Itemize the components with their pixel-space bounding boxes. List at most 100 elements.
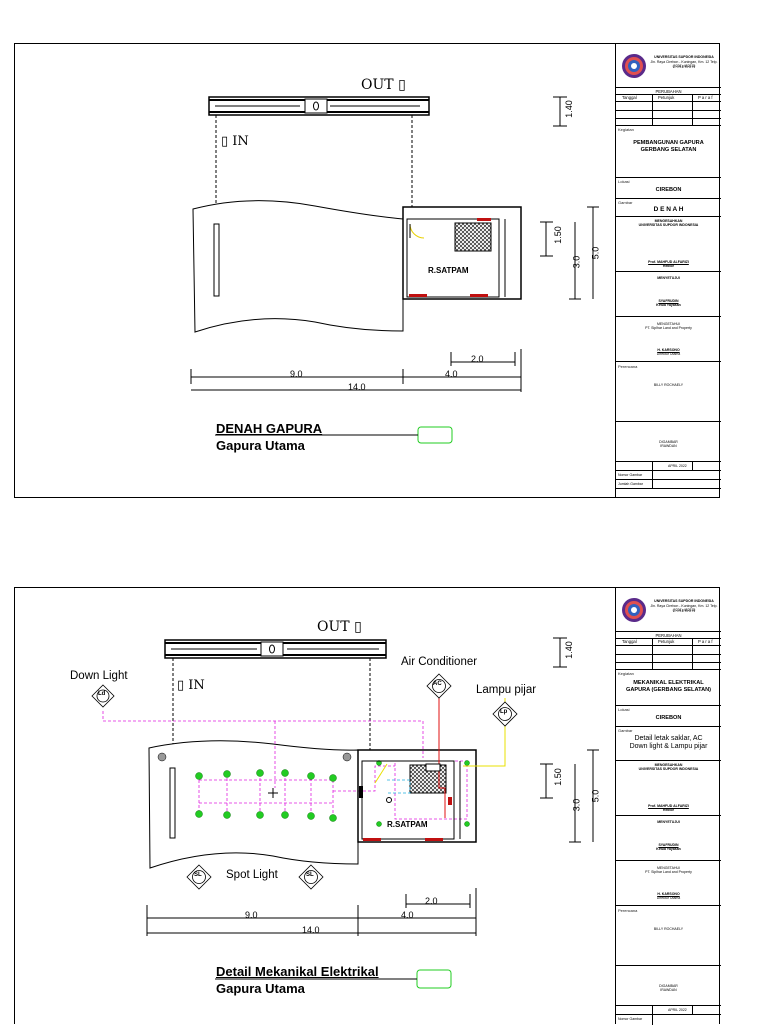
spot-symbol-right xyxy=(298,864,324,890)
tb-menyetujui: MENYETUJUI SYAFRUDIN Ketua Yayasan xyxy=(616,816,721,861)
tb-kegiatan-label: Kegiatan xyxy=(618,127,634,132)
in-label: ▯ IN xyxy=(221,134,249,149)
tb-digambar-sub: IRAWDAN xyxy=(660,988,677,992)
tb-gambar: D E N A H xyxy=(653,206,684,213)
dim-2-0: 2.0 xyxy=(425,896,438,906)
tb-date-row: APRIL 2022 xyxy=(616,1006,721,1015)
university-logo xyxy=(622,54,646,78)
tb-univ-addr: Jln. Raya Cirebon - Kuningan, Km. 12 Tel… xyxy=(650,604,718,612)
tb-gambar-label: Gambar xyxy=(618,728,633,733)
tb-perencana: Perencana BILLY ROCHAELY xyxy=(616,362,721,422)
tb-lokasi: Lokasi CIREBON xyxy=(616,706,721,727)
tb-perencana: BILLY ROCHAELY xyxy=(653,927,684,931)
tb-ketua-title: Ketua Yayasan xyxy=(656,303,681,307)
tb-mengetahui: MENGETAHUI xyxy=(656,322,681,326)
dim-9-0: 9.0 xyxy=(245,910,258,920)
tb-mengetahui-org: PT. Siplhar Land and Property xyxy=(645,326,692,330)
dim-14-0: 14.0 xyxy=(348,382,366,392)
tb-perencana-label: Perencana xyxy=(618,364,638,369)
downlight-symbol xyxy=(91,684,115,708)
tb-direktur-name: H. KARSONO xyxy=(657,892,680,896)
dim-14-0: 14.0 xyxy=(302,925,320,935)
drawing-sheet-denah: OUT ▯ ▯ IN R.SATPAM 1.40 1.50 3.0 5.0 9.… xyxy=(14,43,721,498)
title-marker-box xyxy=(417,426,453,444)
tb-mengesahkan: MENGESAHKAN xyxy=(654,219,683,223)
tb-mengetahui: MENGETAHUI PT. Siplhar Land and Property… xyxy=(616,861,721,906)
out-label: OUT ▯ xyxy=(361,77,406,93)
tb-lokasi-label: Lokasi xyxy=(618,179,630,184)
tb-perubahan-label: PERUBAHAN xyxy=(655,89,682,94)
dim-1-50: 1.50 xyxy=(552,768,563,786)
tb-col-tanggal: Tanggal xyxy=(622,95,637,100)
tb-digambar: DIGAMBAR IRAWDAN xyxy=(616,966,721,1006)
tb-univ-city: C I R E B O N xyxy=(673,65,695,69)
tb-perencana: BILLY ROCHAELY xyxy=(653,383,684,387)
lamp-symbol xyxy=(492,701,518,727)
tb-col-tanggal: Tanggal xyxy=(622,639,637,644)
tb-mengesahkan: MENGESAHKAN UNIVERSITAS SUPDOR INDONESIA… xyxy=(616,761,721,816)
satpam-room xyxy=(402,206,522,300)
tb-gambar: Gambar Detail letak saklar, AC Down ligh… xyxy=(616,727,721,761)
tb-perencana-label: Perencana xyxy=(618,908,638,913)
tb-menyetujui: MENYETUJUI SYAFRUDIN Ketua Yayasan xyxy=(616,272,721,317)
out-label: OUT ▯ xyxy=(317,619,362,635)
tb-col-petunjuk: Petunjuk xyxy=(658,95,675,100)
drawing-subtitle: Gapura Utama xyxy=(216,981,305,996)
gate-body-outline xyxy=(192,200,404,333)
tb-kegiatan: PEMBANGUNAN GAPURA GERBANG SELATAN xyxy=(633,140,704,153)
tb-kegiatan-label: Kegiatan xyxy=(618,671,634,676)
dim-1-50: 1.50 xyxy=(552,226,563,244)
tb-date: APRIL 2022 xyxy=(668,464,687,468)
dim-5-0: 5.0 xyxy=(590,246,601,260)
university-logo xyxy=(622,598,646,622)
mekanikal-plan-drawing xyxy=(91,637,599,989)
tb-rektor-name: Prof. MAHFUD ALFARIZI xyxy=(648,260,689,264)
tb-nomor-gambar: Nomor Gambar xyxy=(618,473,643,477)
tb-rektor-title: Rektor xyxy=(662,264,675,268)
tb-digambar-sub: IRAWDAN xyxy=(660,444,677,448)
dim-9-0: 9.0 xyxy=(290,369,303,379)
drawing-sheet-mekanikal: OUT ▯ ▯ IN R.SATPAM Down Light Air Condi… xyxy=(14,587,721,1025)
tb-lokasi: CIREBON xyxy=(655,187,682,193)
tb-gambar: Detail letak saklar, AC Down light & Lam… xyxy=(629,735,708,750)
tb-kegiatan: Kegiatan PEMBANGUNAN GAPURA GERBANG SELA… xyxy=(616,126,721,178)
dim-1-40: 1.40 xyxy=(563,641,574,659)
sym-ac-text: AC xyxy=(433,681,442,687)
tb-jumlah-gambar: Jumlah Gambar xyxy=(618,482,643,486)
denah-plan-drawing xyxy=(190,96,599,444)
dim-4-0: 4.0 xyxy=(445,369,458,379)
tb-univ-city: C I R E B O N xyxy=(673,609,695,613)
tb-ketua-name: SYAFRUDIN xyxy=(658,299,679,303)
tb-mengesahkan-org: UNIVERSITAS SUPDOR INDONESIA xyxy=(638,767,699,771)
tb-perubahan: PERUBAHAN Tanggal Petunjuk P a r a f xyxy=(616,632,721,670)
tb-kegiatan: Kegiatan MEKANIKAL ELEKTRIKAL GAPURA (GE… xyxy=(616,670,721,706)
tb-menyetujui: MENYETUJUI xyxy=(657,276,680,280)
tb-nomor-row: Nomor Gambar xyxy=(616,1015,721,1025)
tb-direktur-title: Direktur Utama xyxy=(656,352,681,356)
tb-mengetahui: MENGETAHUI PT. Siplhar Land and Property… xyxy=(616,317,721,362)
tb-univ: UNIVERSITAS SUPDOR INDONESIA xyxy=(654,55,714,59)
dim-3-0: 3.0 xyxy=(571,798,582,812)
ac-symbol xyxy=(426,673,452,699)
dim-3-0: 3.0 xyxy=(571,255,582,269)
tb-header: UNIVERSITAS SUPDOR INDONESIA Jln. Raya C… xyxy=(616,588,721,632)
tb-kegiatan: MEKANIKAL ELEKTRIKAL GAPURA (GERBANG SEL… xyxy=(625,680,712,693)
tb-ketua-title: Ketua Yayasan xyxy=(656,847,681,851)
dim-5-0: 5.0 xyxy=(590,789,601,803)
tb-ketua-name: SYAFRUDIN xyxy=(658,843,679,847)
spot-light-label: Spot Light xyxy=(226,869,278,881)
tb-gambar-label: Gambar xyxy=(618,200,633,205)
tb-digambar: DIGAMBAR xyxy=(659,440,678,444)
spot-light-dot xyxy=(195,772,203,780)
tb-perencana: Perencana BILLY ROCHAELY xyxy=(616,906,721,966)
tb-mengetahui: MENGETAHUI xyxy=(656,866,681,870)
title-block: UNIVERSITAS SUPDOR INDONESIA Jln. Raya C… xyxy=(615,588,721,1025)
tb-col-paraf: P a r a f xyxy=(698,95,713,100)
room-label: R.SATPAM xyxy=(387,820,428,829)
tb-perubahan-label: PERUBAHAN xyxy=(655,633,682,638)
dim-4-0: 4.0 xyxy=(401,910,414,920)
dim-2-0: 2.0 xyxy=(471,354,484,364)
tb-rektor-name: Prof. MAHFUD ALFARIZI xyxy=(648,804,689,808)
sym-sl-left-text: SL xyxy=(194,872,202,878)
lampu-pijar-label: Lampu pijar xyxy=(476,684,537,696)
